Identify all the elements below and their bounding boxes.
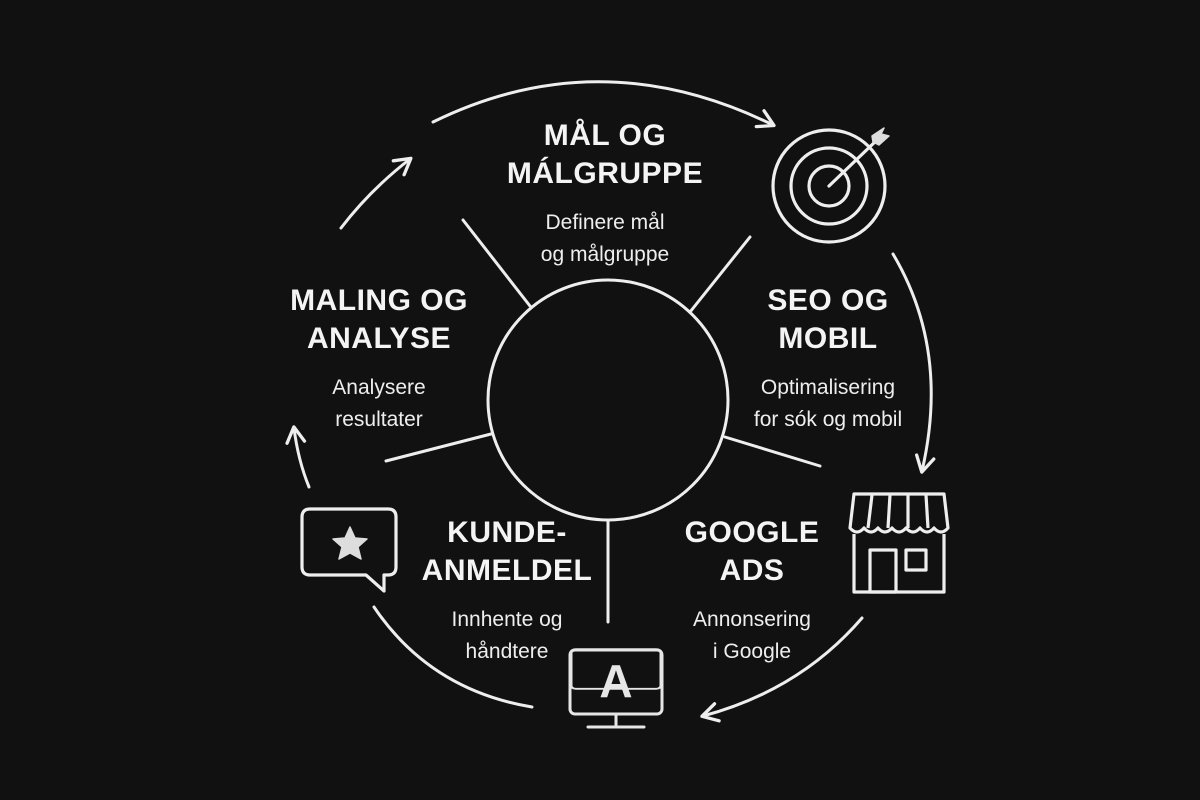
step-reviews-title-2: ANMELDEL bbox=[421, 554, 593, 587]
spoke-goal-right bbox=[688, 235, 752, 314]
step-seo: SEO OG MOBIL Optimalisering for sók og m… bbox=[754, 282, 902, 436]
center-hub bbox=[486, 278, 730, 522]
step-ads: GOOGLE ADS Annonsering i Google bbox=[685, 514, 820, 668]
target-icon bbox=[768, 122, 894, 248]
step-goal: MÅL OG MÁLGRUPPE Definere mål og målgrup… bbox=[507, 117, 703, 271]
step-analysis-desc-1: Analysere bbox=[332, 376, 426, 399]
step-reviews-desc-1: Innhente og bbox=[451, 608, 563, 631]
arrow-top bbox=[431, 80, 776, 129]
step-goal-desc-1: Definere mål bbox=[545, 211, 665, 234]
step-reviews: KUNDE- ANMELDEL Innhente og håndtere bbox=[422, 514, 593, 668]
step-reviews-title-1: KUNDE- bbox=[447, 516, 567, 549]
step-analysis-desc-2: resultater bbox=[335, 408, 423, 431]
step-seo-title-2: MOBIL bbox=[778, 322, 878, 355]
arrow-bottom-left bbox=[372, 605, 534, 709]
arrow-left bbox=[285, 425, 311, 489]
monitor-ad-frame bbox=[568, 648, 664, 732]
step-goal-desc-2: og målgruppe bbox=[540, 243, 670, 266]
spoke-seo bbox=[723, 435, 822, 468]
step-goal-title-2: MÁLGRUPPE bbox=[506, 157, 704, 190]
step-seo-desc-1: Optimalisering bbox=[760, 376, 896, 399]
step-reviews-desc-2: håndtere bbox=[465, 640, 549, 663]
spoke-goal-left bbox=[461, 218, 532, 308]
spokes bbox=[384, 218, 822, 624]
cycle-arrows bbox=[285, 80, 936, 723]
step-ads-title-2: ADS bbox=[719, 554, 785, 587]
step-ads-desc-1: Annonsering bbox=[693, 608, 811, 631]
review-star-icon bbox=[300, 505, 402, 597]
step-ads-desc-2: i Google bbox=[712, 640, 792, 663]
arrow-bottom-right bbox=[700, 616, 864, 723]
step-seo-desc-2: for sók og mobil bbox=[753, 408, 903, 431]
step-analysis-title-2: ANALYSE bbox=[306, 322, 452, 355]
step-analysis: MALING OG ANALYSE Analysere resultater bbox=[290, 282, 468, 436]
spoke-analysis bbox=[384, 432, 493, 463]
monitor-ad-letter: A bbox=[568, 652, 664, 710]
arrow-upper-left bbox=[339, 156, 413, 230]
step-ads-title-1: GOOGLE bbox=[684, 516, 820, 549]
step-seo-title-1: SEO OG bbox=[767, 284, 889, 317]
step-goal-title-1: MÅL OG bbox=[543, 119, 667, 152]
ad-letter: A bbox=[599, 655, 633, 707]
step-analysis-title-1: MALING OG bbox=[290, 284, 468, 317]
arrow-right bbox=[891, 252, 936, 474]
storefront-icon bbox=[848, 492, 950, 596]
